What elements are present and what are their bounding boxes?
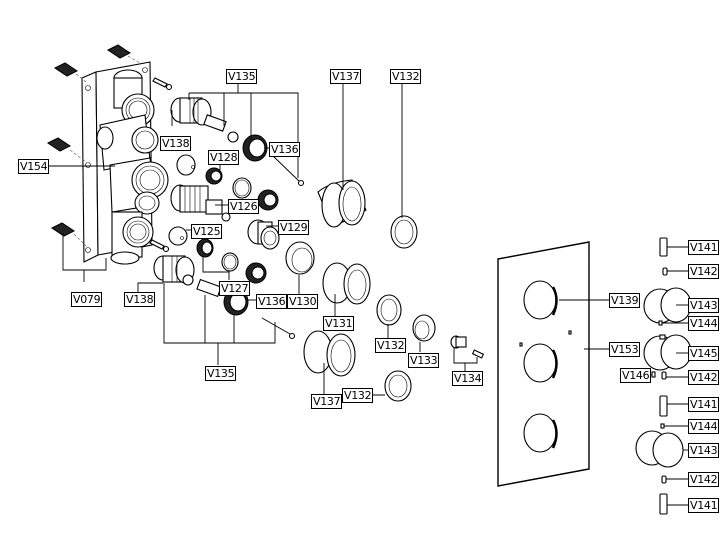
part-label-v128: V128 — [208, 150, 240, 165]
part-label-v132-mid: V132 — [375, 338, 407, 353]
part-label-v129: V129 — [278, 220, 310, 235]
part-label-v130: V130 — [287, 294, 319, 309]
part-label-v135-bottom: V135 — [205, 366, 237, 381]
part-label-v131: V131 — [323, 316, 355, 331]
part-label-v132-bottom: V132 — [342, 388, 374, 403]
part-label-v141-a: V141 — [688, 240, 720, 255]
part-label-v142-c: V142 — [688, 472, 720, 487]
part-label-v146: V146 — [620, 368, 652, 383]
part-label-v126: V126 — [228, 199, 260, 214]
part-label-v137-bottom: V137 — [311, 394, 343, 409]
faceplate — [497, 241, 590, 487]
valve-body — [81, 61, 169, 265]
part-label-v127: V127 — [219, 281, 251, 296]
part-label-v153: V153 — [609, 342, 641, 357]
part-label-v144-b: V144 — [688, 419, 720, 434]
part-label-v125: V125 — [191, 224, 223, 239]
part-label-v142-a: V142 — [688, 264, 720, 279]
part-label-v143-b: V143 — [688, 443, 720, 458]
lower-cartridge — [153, 255, 296, 340]
part-label-v141-b: V141 — [688, 397, 720, 412]
knobs — [635, 237, 692, 515]
upper-cartridge — [170, 97, 305, 187]
part-label-v138-bottom: V138 — [124, 292, 156, 307]
part-label-v142-b: V142 — [688, 370, 720, 385]
part-label-v154: V154 — [18, 159, 50, 174]
part-label-v145: V145 — [688, 346, 720, 361]
part-label-v138-top: V138 — [160, 136, 192, 151]
part-label-v136-top: V136 — [269, 142, 301, 157]
part-label-v143-a: V143 — [688, 298, 720, 313]
leader-lines — [43, 83, 688, 506]
part-label-v079: V079 — [71, 292, 103, 307]
part-label-v137-top: V137 — [330, 69, 362, 84]
part-label-v134: V134 — [452, 371, 484, 386]
part-label-v135-top: V135 — [226, 69, 258, 84]
wall-plugs — [47, 44, 173, 253]
part-label-v136-bottom: V136 — [256, 294, 288, 309]
sleeves-rings — [303, 179, 485, 402]
part-label-v141-c: V141 — [688, 498, 720, 513]
middle-parts — [168, 154, 315, 284]
part-label-v144-a: V144 — [688, 316, 720, 331]
part-label-v132-top: V132 — [390, 69, 422, 84]
part-label-v139: V139 — [609, 293, 641, 308]
part-label-v133: V133 — [408, 353, 440, 368]
